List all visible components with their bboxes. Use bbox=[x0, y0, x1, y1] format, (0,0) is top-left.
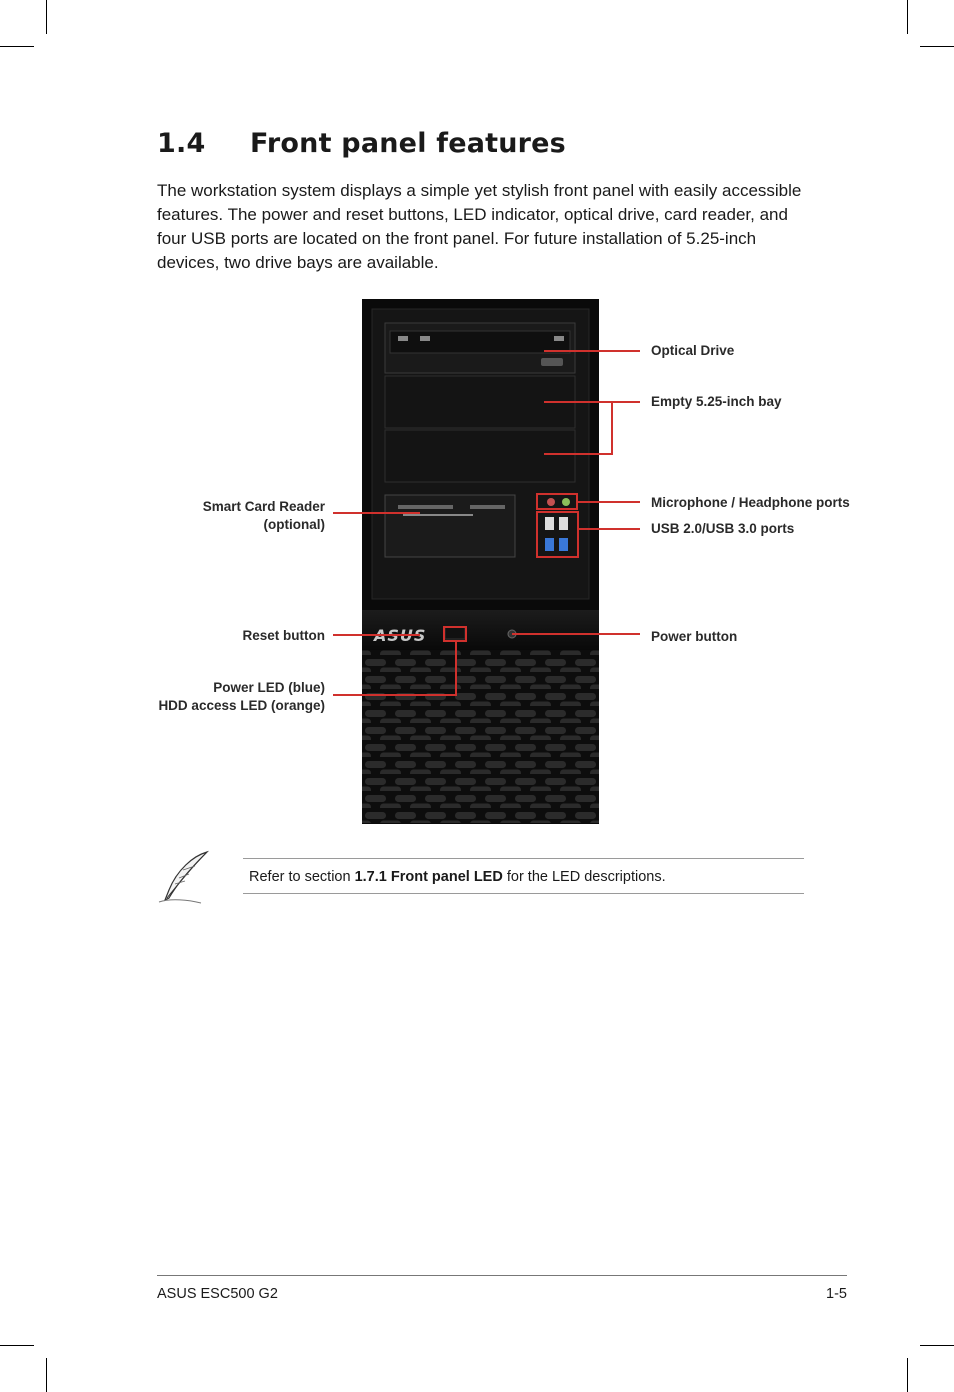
label-smart-card-reader: Smart Card Reader (optional) bbox=[203, 498, 325, 534]
note-rule-bottom bbox=[243, 893, 804, 894]
crop-mark bbox=[920, 46, 954, 47]
label-usb-ports: USB 2.0/USB 3.0 ports bbox=[651, 521, 795, 536]
note-text: Refer to section 1.7.1 Front panel LED f… bbox=[249, 869, 666, 885]
label-hdd-led: HDD access LED (orange) bbox=[158, 698, 325, 713]
feather-pen-icon bbox=[158, 850, 210, 904]
optical-drive bbox=[384, 322, 576, 374]
label-power-led: Power LED (blue) bbox=[213, 680, 325, 695]
label-smart-card-line2: (optional) bbox=[263, 517, 325, 532]
crop-mark bbox=[920, 1345, 954, 1346]
empty-bay bbox=[384, 429, 576, 483]
crop-mark bbox=[46, 0, 47, 34]
audio-jacks bbox=[547, 498, 570, 506]
empty-bay bbox=[384, 375, 576, 429]
note-rule-top bbox=[243, 858, 804, 859]
section-number: 1.4 bbox=[157, 128, 206, 159]
note-section-ref: 1.7.1 Front panel LED bbox=[354, 869, 503, 885]
label-power-button: Power button bbox=[651, 629, 738, 644]
crop-mark bbox=[0, 46, 34, 47]
crop-mark bbox=[0, 1345, 34, 1346]
intro-paragraph: The workstation system displays a simple… bbox=[157, 181, 802, 272]
card-reader bbox=[384, 494, 516, 558]
label-reset-button: Reset button bbox=[242, 628, 326, 643]
label-audio-ports: Microphone / Headphone ports bbox=[651, 495, 850, 510]
callout-leaders bbox=[333, 350, 640, 696]
section-title: Front panel features bbox=[250, 128, 566, 159]
usb-ports bbox=[545, 517, 568, 551]
crop-mark bbox=[907, 1358, 908, 1392]
crop-mark bbox=[46, 1358, 47, 1392]
crop-mark bbox=[907, 0, 908, 34]
label-empty-bay: Empty 5.25-inch bay bbox=[651, 394, 782, 409]
footer-rule bbox=[157, 1275, 847, 1276]
note-prefix: Refer to section bbox=[249, 869, 355, 885]
server-chassis: ASUS bbox=[362, 299, 599, 824]
label-smart-card-line1: Smart Card Reader bbox=[202, 499, 325, 514]
label-optical-drive: Optical Drive bbox=[651, 343, 735, 358]
footer-page-number: 1-5 bbox=[826, 1286, 847, 1302]
power-button bbox=[507, 629, 517, 639]
asus-logo: ASUS bbox=[372, 626, 426, 645]
label-leds: Power LED (blue) HDD access LED (orange) bbox=[158, 679, 325, 715]
note-suffix: for the LED descriptions. bbox=[502, 869, 666, 885]
footer-product: ASUS ESC500 G2 bbox=[157, 1286, 278, 1302]
section-heading: 1.4 Front panel features bbox=[157, 128, 566, 159]
